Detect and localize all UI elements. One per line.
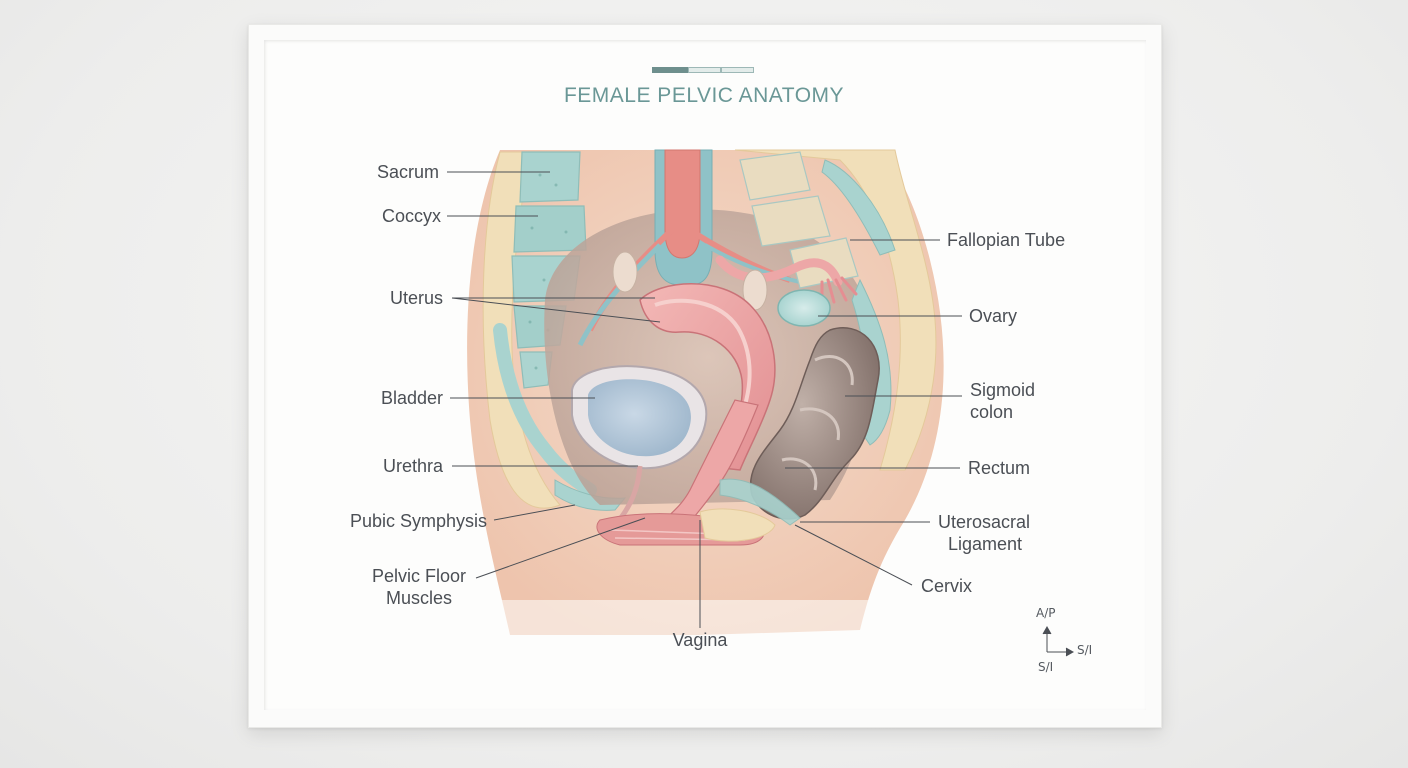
bladder-shape <box>588 379 691 457</box>
page-title: FEMALE PELVIC ANATOMY <box>563 84 845 107</box>
ligament-oval-left <box>612 251 638 293</box>
perineal-body <box>699 508 776 542</box>
label-uterosacral-ligament: Uterosacral Ligament <box>938 511 1030 555</box>
label-sigmoid-colon: Sigmoid colon <box>970 379 1035 423</box>
leader-lines <box>447 171 962 628</box>
accent-bar-segment <box>652 67 688 73</box>
label-uterosacral-line1: Uterosacral <box>938 512 1031 532</box>
label-ovary: Ovary <box>969 306 1018 326</box>
label-vagina: Vagina <box>672 630 728 650</box>
bottom-fade <box>490 600 890 640</box>
accent-bar-segment <box>688 67 721 73</box>
label-pubic-symphysis: Pubic Symphysis <box>349 511 487 531</box>
teal-bone-right <box>821 159 896 256</box>
label-sigmoid-line1: Sigmoid <box>970 380 1036 400</box>
orientation-bottom-label: S/I <box>1038 660 1054 674</box>
label-urethra: Urethra <box>382 456 443 476</box>
label-sacrum: Sacrum <box>376 162 439 182</box>
label-cervix: Cervix <box>921 576 973 596</box>
label-uterosacral-line2: Ligament <box>948 534 1023 554</box>
label-fallopian-tube: Fallopian Tube <box>947 230 1066 250</box>
label-coccyx: Coccyx <box>381 206 441 226</box>
accent-bar-segment <box>721 67 754 73</box>
fallopian-tube-shape <box>715 255 843 287</box>
label-sigmoid-line2: colon <box>970 402 1014 422</box>
title-accent-bar <box>652 67 754 73</box>
label-pelvic-floor-line2: Muscles <box>385 588 452 608</box>
uterine-cavity <box>654 298 752 406</box>
orientation-top-label: A/P <box>1036 606 1056 620</box>
left-teal-structure <box>493 323 597 497</box>
label-uterus: Uterus <box>389 288 443 308</box>
label-pelvic-floor-muscles: Pelvic Floor Muscles <box>350 565 488 609</box>
colon-haustra <box>781 354 854 491</box>
fimbriae <box>820 276 858 304</box>
orientation-right-label: S/I <box>1077 643 1093 657</box>
label-bladder: Bladder <box>380 388 443 408</box>
label-rectum: Rectum <box>968 458 1031 478</box>
label-pelvic-floor-line1: Pelvic Floor <box>371 566 467 586</box>
ovary-shape <box>777 289 831 327</box>
uterosacral-ligament-shape <box>719 478 801 526</box>
orientation-arrows <box>1042 625 1075 657</box>
